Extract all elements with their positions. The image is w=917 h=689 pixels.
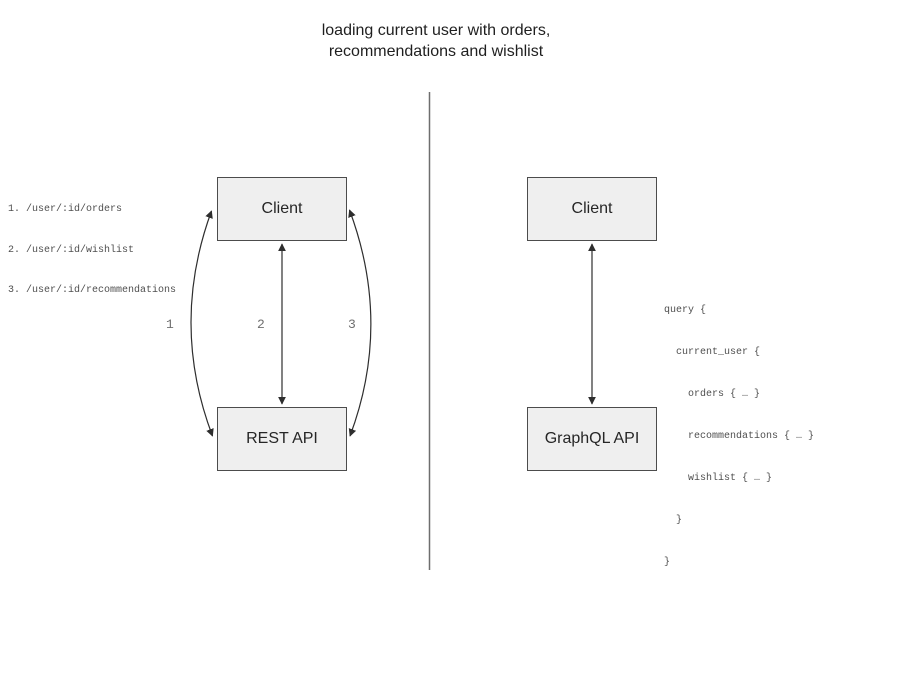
query-line: recommendations { … } xyxy=(664,431,815,442)
graphql-query-snippet: query { current_user { orders { … } reco… xyxy=(664,276,814,598)
query-line: } xyxy=(664,515,683,526)
arrow-1-curve xyxy=(190,210,214,437)
arrow-label-3: 3 xyxy=(348,317,356,332)
graphql-client-node: Client xyxy=(527,177,657,241)
query-line: current_user { xyxy=(664,347,761,358)
query-line: wishlist { … } xyxy=(664,473,773,484)
rest-endpoint-item: 1. /user/:id/orders xyxy=(8,204,123,215)
query-line: } xyxy=(664,557,671,568)
rest-endpoint-item: 2. /user/:id/wishlist xyxy=(8,244,135,256)
graphql-client-label: Client xyxy=(571,200,613,217)
rest-client-label: Client xyxy=(261,200,303,217)
graphql-api-node: GraphQL API xyxy=(527,407,657,471)
rest-client-node: Client xyxy=(217,177,347,241)
rest-api-node: REST API xyxy=(217,407,347,471)
arrow-label-2: 2 xyxy=(257,317,265,332)
arrow-label-1: 1 xyxy=(166,317,174,332)
title-line-2: recommendations and wishlist xyxy=(328,43,544,60)
rest-endpoints-list: 1. /user/:id/orders 2. /user/:id/wishlis… xyxy=(8,176,176,325)
title-line-1: loading current user with orders, xyxy=(321,22,551,39)
graphql-api-label: GraphQL API xyxy=(544,430,640,447)
rest-endpoint-item: 3. /user/:id/recommendations xyxy=(8,285,177,296)
page-title: loading current user with orders, recomm… xyxy=(260,20,612,62)
query-line: orders { … } xyxy=(664,389,761,400)
query-line: query { xyxy=(664,305,707,316)
rest-api-label: REST API xyxy=(246,430,318,447)
